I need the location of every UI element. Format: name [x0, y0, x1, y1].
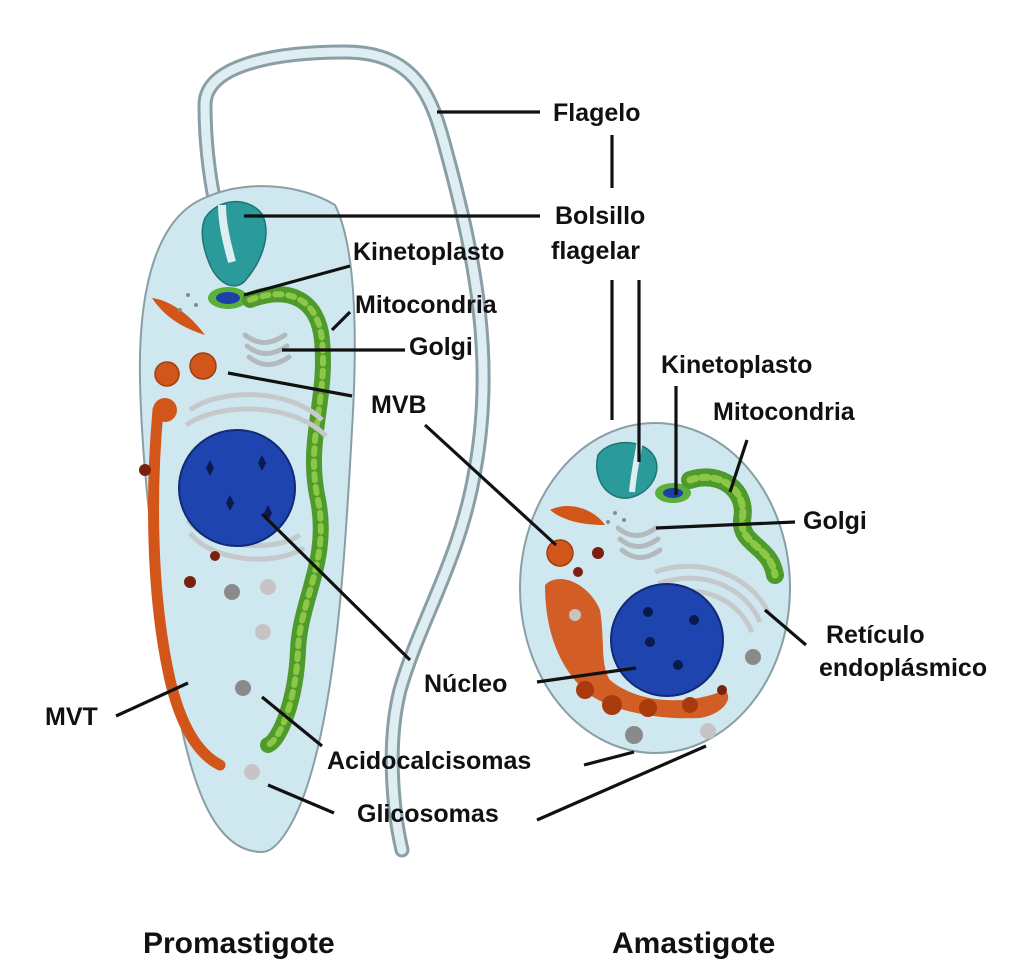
- label-kinetoplasto-left: Kinetoplasto: [353, 238, 504, 266]
- label-acidocalcisomas: Acidocalcisomas: [327, 747, 531, 775]
- acidocalcisome-left-1: [224, 584, 240, 600]
- label-flagelo: Flagelo: [553, 99, 641, 127]
- label-mitocondria-left: Mitocondria: [355, 291, 498, 319]
- label-nucleo: Núcleo: [424, 670, 507, 698]
- glycosome-right-1: [700, 723, 716, 739]
- glycosome-right-2: [569, 609, 581, 621]
- label-glicosomas: Glicosomas: [357, 800, 499, 828]
- label-reticulo-2: endoplásmico: [819, 654, 987, 682]
- label-golgi-right: Golgi: [803, 507, 867, 535]
- acidocalcisome-right-1: [625, 726, 643, 744]
- label-reticulo-1: Retículo: [826, 621, 925, 649]
- mvb-right: [547, 540, 573, 566]
- label-mvb: MVB: [371, 391, 427, 419]
- glycosome-left-3: [244, 764, 260, 780]
- label-mvt: MVT: [45, 703, 98, 731]
- label-bolsillo-1: Bolsillo: [555, 202, 645, 230]
- amastigote-cell: [520, 423, 790, 753]
- label-bolsillo-2: flagelar: [551, 237, 640, 265]
- caption-amastigote: Amastigote: [612, 927, 775, 960]
- mvb-left-1: [155, 362, 179, 386]
- label-mitocondria-right: Mitocondria: [713, 398, 856, 426]
- nucleus-right: [611, 584, 723, 696]
- mvb-left-2: [190, 353, 216, 379]
- label-kinetoplasto-right: Kinetoplasto: [661, 351, 812, 379]
- caption-promastigote: Promastigote: [143, 927, 335, 960]
- glycosome-left-2: [255, 624, 271, 640]
- promastigote-cell: [139, 52, 483, 852]
- glycosome-left-1: [260, 579, 276, 595]
- acidocalcisome-left-2: [235, 680, 251, 696]
- acidocalcisome-right-2: [745, 649, 761, 665]
- label-golgi-left: Golgi: [409, 333, 473, 361]
